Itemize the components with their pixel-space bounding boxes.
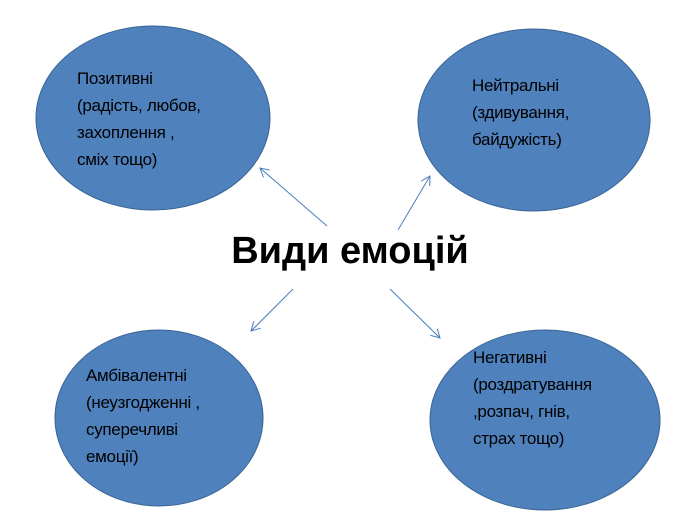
text-line: Негативні — [473, 348, 547, 367]
text-line: емоції) — [86, 447, 139, 466]
text-line: (радість, любов, — [77, 96, 201, 115]
text-line: суперечливі — [86, 420, 178, 439]
ellipse-positive — [35, 25, 271, 211]
text-line: Позитивні — [77, 69, 153, 88]
node-neutral-text: Нейтральні (здивування, байдужість) — [472, 72, 569, 153]
ellipse-neutral — [417, 28, 651, 212]
text-line: байдужість) — [472, 130, 562, 149]
arrow-to-ambivalent — [251, 288, 294, 331]
text-line: ,розпач, гнів, — [473, 402, 570, 421]
arrow-to-positive — [260, 168, 328, 227]
text-line: (неузгодженні , — [86, 393, 200, 412]
arrow-to-negative — [389, 288, 440, 338]
node-negative-text: Негативні (роздратування ,розпач, гнів, стр… — [473, 344, 592, 452]
ellipse-ambivalent — [54, 329, 264, 507]
node-ambivalent-text: Амбівалентні (неузгодженні , суперечливі ем… — [86, 362, 200, 470]
diagram-title: Види емоцій — [231, 230, 469, 272]
text-line: Нейтральні — [472, 76, 559, 95]
arrow-to-neutral — [397, 176, 430, 231]
text-line: сміх тощо) — [77, 150, 158, 169]
text-line: Амбівалентні — [86, 366, 187, 385]
text-line: (здивування, — [472, 103, 570, 122]
text-line: страх тощо) — [473, 429, 565, 448]
text-line: (роздратування — [473, 375, 592, 394]
ellipse-negative — [429, 329, 661, 511]
text-line: захоплення , — [77, 123, 175, 142]
node-positive-text: Позитивні (радість, любов, захоплення , смі… — [77, 65, 201, 173]
